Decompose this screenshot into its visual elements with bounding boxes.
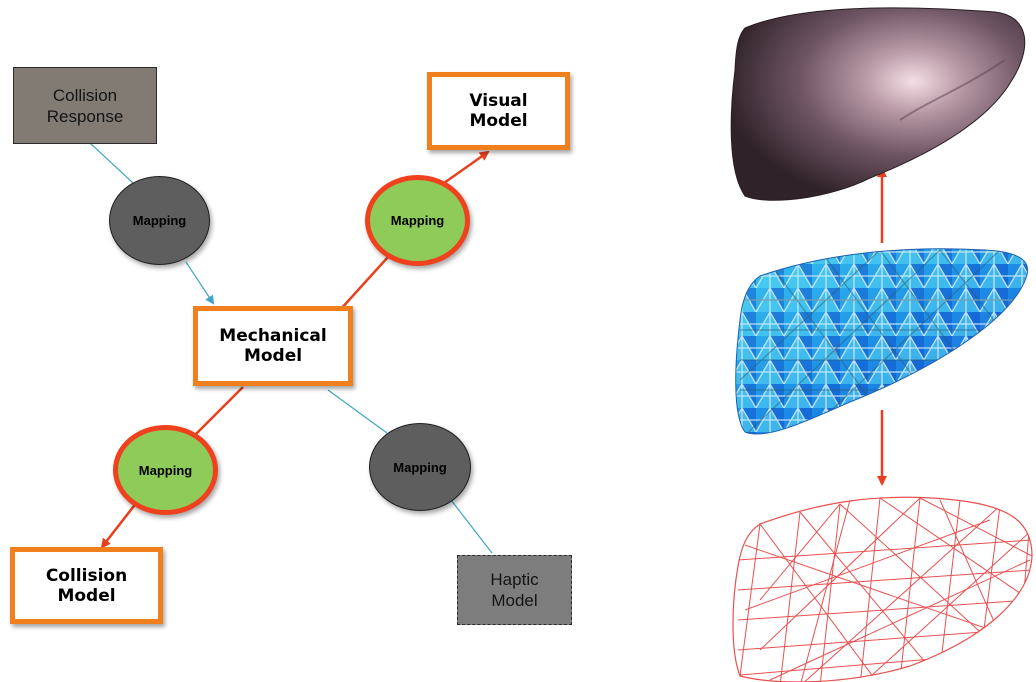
link-mechanical-to-mapping-visual [339, 256, 389, 311]
mechanical-liver-mesh [735, 248, 1029, 435]
mapping-collision-node: Mapping [113, 425, 218, 515]
mapping-haptic-node: Mapping [369, 423, 471, 511]
visual-liver-surface [730, 7, 1026, 201]
mapping-label: Mapping [390, 213, 445, 228]
link-mapping-to-collision [100, 501, 138, 549]
collision-liver-outline [732, 496, 1033, 682]
mapping-label: Mapping [393, 459, 447, 475]
collision-liver-wireframe [737, 497, 1032, 682]
haptic-model-node: Haptic Model [457, 555, 572, 625]
mapping-label: Mapping [132, 213, 187, 228]
link-mapping-to-mechanical [185, 261, 215, 305]
link-mechanical-to-mapping-haptic [327, 389, 388, 434]
collision-model-label: Collision Model [45, 565, 128, 606]
collision-response-node: Collision Response [13, 67, 157, 144]
collision-model-node: Collision Model [10, 547, 163, 624]
mechanical-model-node: Mechanical Model [193, 306, 353, 386]
link-collision-response-to-mapping [89, 142, 134, 184]
link-mapping-to-visual [443, 150, 490, 185]
collision-response-label: Collision Response [46, 85, 124, 126]
link-mapping-to-haptic [450, 499, 493, 554]
link-mechanical-to-mapping-collision [195, 386, 244, 435]
mapping-collision-response-node: Mapping [109, 176, 210, 265]
haptic-model-label: Haptic Model [490, 570, 539, 610]
visual-model-label: Visual Model [469, 91, 528, 131]
visual-model-node: Visual Model [427, 72, 570, 150]
mapping-visual-node: Mapping [365, 175, 470, 266]
mapping-label: Mapping [138, 462, 193, 478]
mechanical-model-label: Mechanical Model [219, 326, 327, 366]
